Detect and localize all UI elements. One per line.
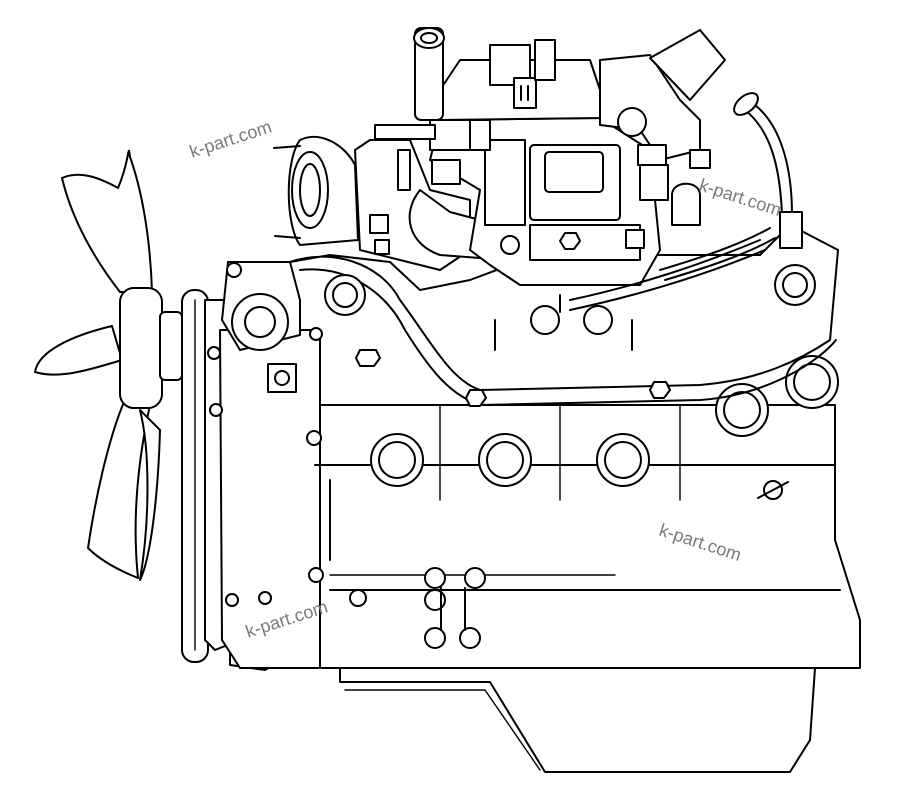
fan-blade-left	[34, 325, 123, 376]
bolt	[226, 262, 242, 278]
carb-vent	[534, 39, 556, 81]
exhaust-manifold	[289, 224, 839, 407]
manifold-nut	[355, 349, 381, 367]
head-port	[530, 305, 560, 335]
bolt	[309, 327, 323, 341]
manifold-nut	[649, 381, 671, 399]
bolt	[225, 593, 239, 607]
pipe-bracket	[349, 567, 486, 649]
bracket	[374, 124, 436, 140]
carb-fitting	[625, 229, 645, 249]
distributor-nut	[617, 107, 647, 137]
oil-pan-flange	[344, 689, 541, 771]
stud	[273, 145, 301, 149]
plug-wire	[659, 227, 771, 271]
plug-wire	[754, 104, 793, 216]
plug-wire	[569, 249, 766, 311]
intake-assembly	[354, 27, 726, 286]
carb-float-bowl	[484, 139, 526, 226]
fan-clutch	[159, 311, 183, 381]
carb-nut	[559, 232, 581, 250]
engine-block	[207, 329, 861, 773]
plug-wire	[664, 237, 776, 281]
watermark-text: k-part.com	[697, 175, 784, 220]
manifold-port-2	[774, 264, 816, 306]
thermostat-housing	[273, 135, 359, 246]
plug-wire	[744, 109, 783, 216]
idler-pulley	[231, 293, 289, 351]
fan-blade-bottom	[139, 409, 161, 581]
coil-block	[779, 211, 803, 249]
bolt-boss	[369, 214, 389, 234]
carb-solenoid	[544, 151, 604, 193]
plug-wires	[559, 92, 803, 313]
bracket-block	[689, 149, 711, 169]
cooling-fan	[34, 149, 183, 581]
bracket-block	[431, 159, 461, 185]
canister-mount	[639, 164, 669, 201]
fan-blade-lower	[87, 401, 151, 579]
fan-hub	[119, 287, 163, 409]
bolt	[207, 346, 221, 360]
manifold-lower-edge	[299, 268, 837, 406]
water-pump	[221, 261, 323, 393]
fan-blade-top	[61, 149, 153, 293]
adjust-block	[267, 363, 297, 393]
canister	[671, 182, 701, 226]
outlet-bore	[291, 151, 329, 229]
oil-pan	[339, 667, 816, 773]
block-front-cover	[219, 329, 321, 669]
plug-wire	[569, 239, 761, 301]
wire-boot	[733, 92, 759, 116]
bolt	[306, 430, 322, 446]
bolt	[258, 591, 272, 605]
manifold-port-1	[324, 274, 366, 316]
bracket-block	[637, 144, 667, 166]
distributor-cap	[649, 29, 726, 101]
bracket-leg	[397, 149, 411, 191]
bolt	[209, 403, 223, 417]
carb-connector	[513, 77, 537, 109]
watermark-text: k-part.com	[187, 117, 274, 162]
carb-bolt	[500, 235, 520, 255]
bracket-block	[469, 119, 491, 151]
bolt	[308, 567, 324, 583]
head-port	[583, 305, 613, 335]
stud	[274, 235, 301, 239]
manifold-nut	[465, 389, 487, 407]
carb-lower	[529, 224, 641, 261]
